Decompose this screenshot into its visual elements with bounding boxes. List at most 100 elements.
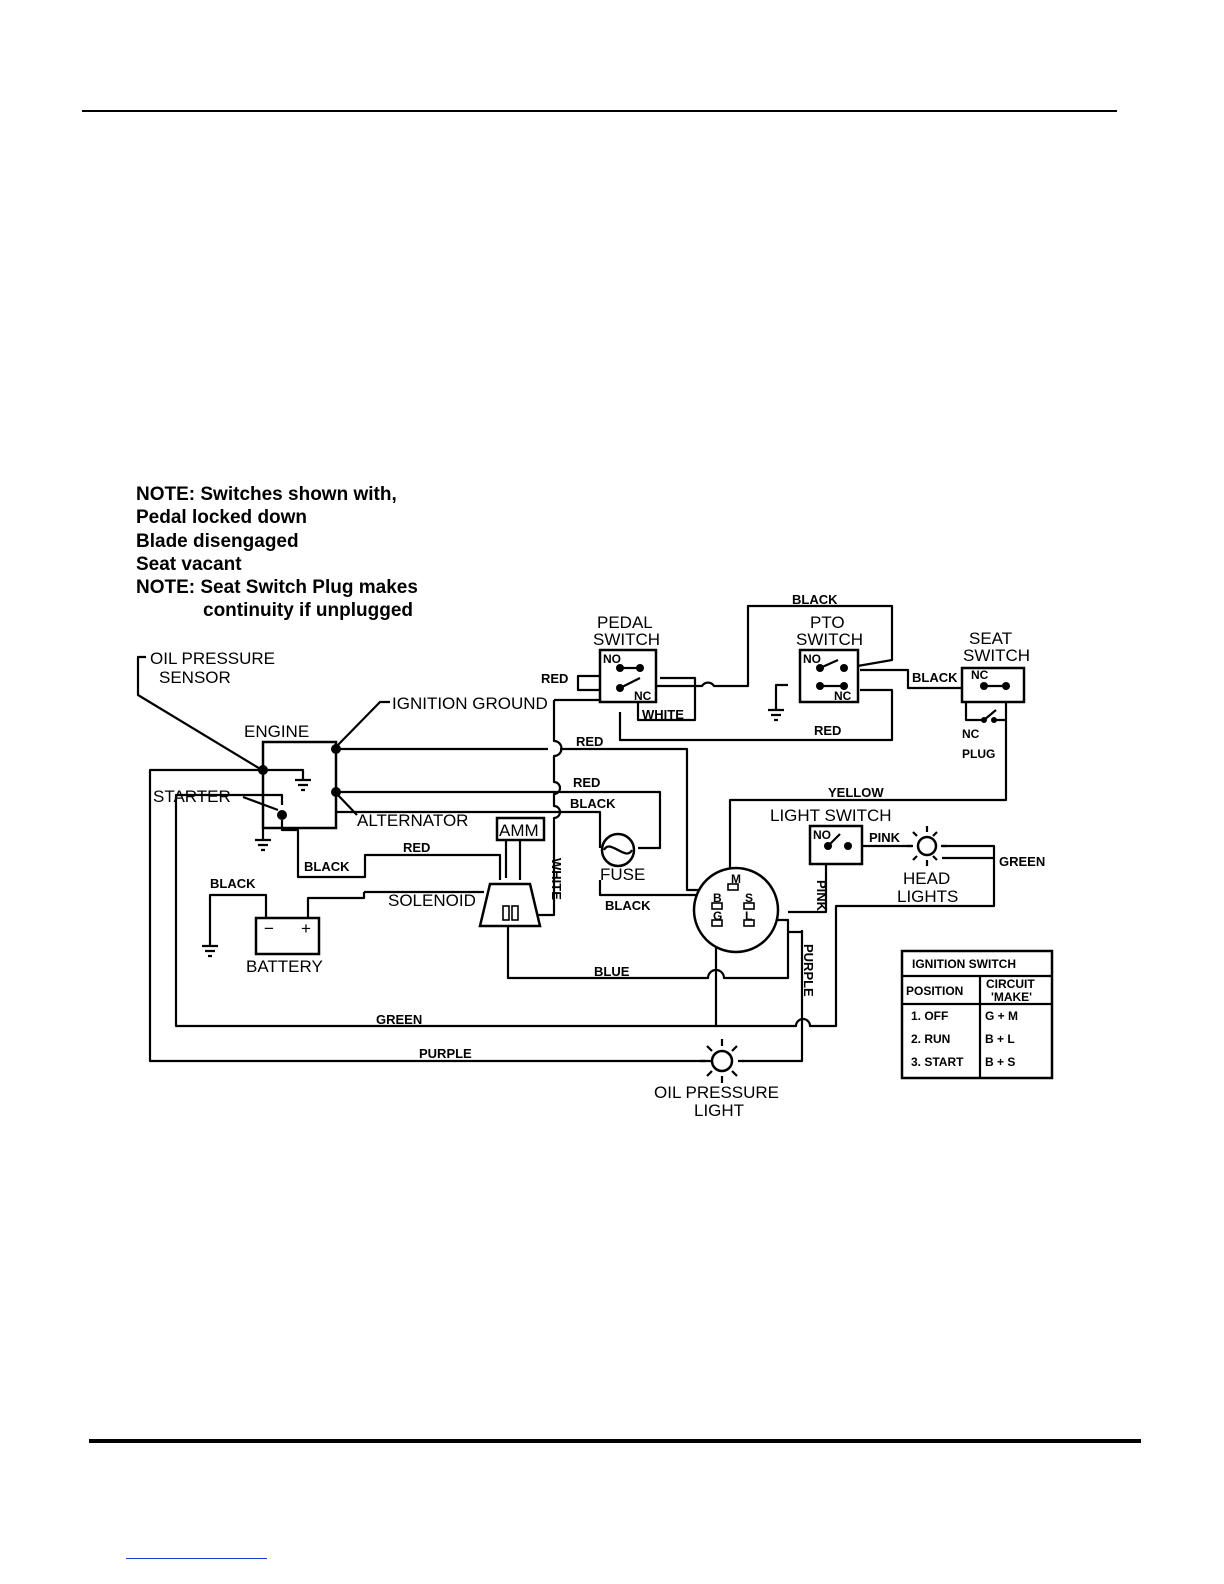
wire-label-purple: PURPLE [801, 944, 816, 997]
wire-pink-vertical [788, 864, 828, 914]
oil-pressure-sensor-label: OIL PRESSURE [150, 649, 275, 668]
wire-label-red: RED [576, 734, 603, 749]
pto-switch-label: SWITCH [796, 630, 863, 649]
table-title: IGNITION SWITCH [912, 957, 1016, 971]
wire-label-red: RED [573, 775, 600, 790]
pto-switch-label: PTO [810, 613, 845, 632]
wire-label-black: BLACK [210, 876, 256, 891]
oil-pressure-light-bulb [710, 1049, 734, 1073]
light-switch-box [808, 824, 864, 866]
wire-label-black: BLACK [912, 670, 958, 685]
wire-label-blue: BLUE [594, 964, 630, 979]
pedal-switch-box [598, 648, 658, 704]
ignition-terminal-g [711, 919, 723, 927]
solenoid-body [478, 882, 542, 928]
wire-green-right [716, 856, 996, 1028]
wire-purple-bottom [148, 768, 804, 1063]
table-row-make: B + L [985, 1032, 1015, 1046]
ignition-switch-body [692, 866, 780, 954]
light-no-label: NO [813, 828, 831, 842]
engine-box [261, 740, 338, 830]
ignition-terminal-m [727, 883, 739, 891]
ignition-ground-terminal [331, 744, 341, 754]
wire-label-green: GREEN [999, 854, 1045, 869]
note-line: NOTE: Switches shown with, [136, 484, 397, 505]
nc-plug-blade [983, 709, 997, 721]
wire-amm [504, 836, 522, 880]
wire-pedal-pto [656, 604, 894, 688]
table-row-make: B + S [985, 1055, 1015, 1069]
wire-red-pto [618, 688, 894, 742]
wire-label-white: WHITE [642, 707, 684, 722]
terminal-l-label: L [745, 909, 752, 923]
wire-label-black: BLACK [570, 796, 616, 811]
wire-red-pedal [576, 674, 600, 692]
bottom-link-underline [126, 1558, 267, 1559]
engine-ground-symbol [295, 778, 311, 792]
wire-black-seat [860, 668, 962, 690]
terminal-s-label: S [745, 891, 753, 905]
wire-black-starter [280, 820, 502, 880]
battery-label: BATTERY [246, 957, 323, 976]
wire-label-red: RED [541, 671, 568, 686]
oil-sensor-leader [136, 655, 263, 771]
oil-pressure-light-label: LIGHT [694, 1101, 744, 1120]
wire-white-pedal-loop [636, 676, 697, 722]
note-line: Blade disengaged [136, 530, 299, 552]
wire-label-black: BLACK [792, 592, 838, 607]
starter-terminal [277, 810, 287, 820]
battery-ground-symbol [202, 944, 218, 958]
ignition-terminal-l [743, 919, 755, 927]
wire-black-battery [208, 892, 366, 946]
wire-black-alt [336, 810, 602, 848]
wire-pto-ground [774, 683, 788, 710]
wire-label-red: RED [403, 840, 430, 855]
pto-switch-blade [819, 658, 844, 688]
oil-pressure-sensor-label: SENSOR [159, 668, 231, 687]
head-lights-bulb [916, 835, 938, 857]
wire-green-left [174, 793, 718, 1028]
wire-label-green: GREEN [376, 1012, 422, 1027]
pto-nc-label: NC [834, 689, 852, 703]
note-line: Seat vacant [136, 553, 242, 575]
wire-red-ignition [336, 747, 705, 892]
wire-label-purple: PURPLE [419, 1046, 472, 1061]
ignition-terminal-s [743, 902, 755, 910]
seat-switch-label: SEAT [969, 629, 1012, 648]
fuse-element [603, 845, 633, 855]
alternator-label: ALTERNATOR [357, 811, 468, 830]
pedal-switch-label: PEDAL [597, 613, 653, 632]
pto-contact [840, 664, 848, 672]
terminal-g-label: G [713, 909, 722, 923]
wire-headlight-green [942, 844, 996, 858]
terminal-b-label: B [713, 891, 722, 905]
starter-label: STARTER [153, 787, 231, 806]
pedal-switch-label: SWITCH [593, 630, 660, 649]
bottom-rule [89, 1439, 1141, 1443]
wire-red-alt [336, 790, 662, 850]
note-line: Pedal locked down [136, 507, 308, 529]
pto-no-label: NO [803, 652, 821, 666]
nc-plug-label: PLUG [962, 747, 995, 761]
head-lights-rays [907, 826, 947, 866]
engine-terminal [258, 765, 268, 775]
wire-label-pink: PINK [869, 830, 901, 845]
ignition-ground-leader [334, 700, 390, 749]
nc-plug-contact [991, 717, 997, 723]
pto-ground-symbol [768, 708, 784, 722]
ammeter-box [495, 816, 546, 842]
table-lines [902, 974, 1052, 1078]
oil-pressure-light-label: OIL PRESSURE [654, 1083, 779, 1102]
top-rule [82, 110, 1117, 112]
pedal-switch-blade [619, 666, 641, 689]
ignition-terminal-b [711, 902, 723, 910]
light-switch-contact [844, 842, 852, 850]
battery-plus: + [301, 919, 311, 938]
engine-label: ENGINE [244, 722, 309, 741]
pto-switch-box [798, 648, 860, 704]
wire-label-yellow: YELLOW [828, 785, 884, 800]
wire-yellow [728, 720, 1008, 878]
pedal-no-label: NO [603, 652, 621, 666]
solenoid-label: SOLENOID [388, 891, 476, 910]
